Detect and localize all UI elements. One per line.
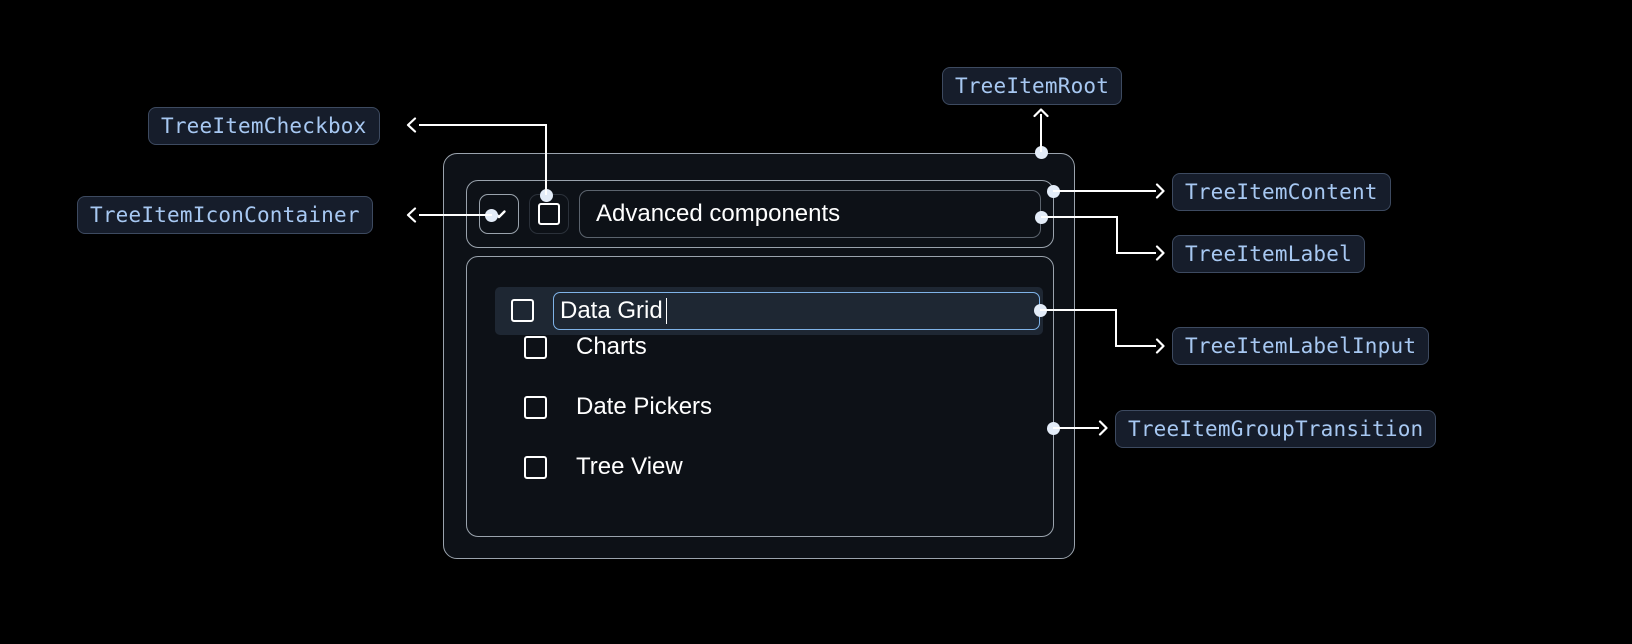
callout-tree-item-root[interactable]: TreeItemRoot xyxy=(942,67,1123,105)
callout-tree-item-label-input[interactable]: TreeItemLabelInput xyxy=(1172,327,1430,365)
text-cursor xyxy=(665,298,668,324)
arrow-head-right xyxy=(1152,338,1168,354)
connector-line xyxy=(1116,216,1118,254)
tree-item-label[interactable]: Advanced components xyxy=(579,190,1041,238)
callout-tree-item-content[interactable]: TreeItemContent xyxy=(1172,173,1391,211)
list-item-label: Charts xyxy=(576,333,647,360)
tree-item-label-input[interactable]: Data Grid xyxy=(553,292,1040,330)
arrow-head-right xyxy=(1152,183,1168,199)
tree-item-content[interactable]: Advanced components xyxy=(466,180,1054,248)
checkbox-square-icon[interactable] xyxy=(511,299,534,322)
callout-tree-item-label[interactable]: TreeItemLabel xyxy=(1172,235,1365,273)
connector-line xyxy=(1053,427,1099,429)
list-item[interactable]: Tree View xyxy=(496,445,683,489)
tree-item-label-text: Advanced components xyxy=(596,200,841,227)
connector-dot-root xyxy=(1035,146,1048,159)
checkbox-square-icon[interactable] xyxy=(524,335,547,359)
list-item-label: Date Pickers xyxy=(576,393,713,420)
list-item-label: Tree View xyxy=(576,453,683,480)
arrow-head-left xyxy=(404,117,420,133)
connector-line xyxy=(419,214,492,216)
tree-item-label-input-value: Data Grid xyxy=(560,297,663,324)
list-item[interactable]: Charts xyxy=(496,325,647,369)
connector-line xyxy=(1041,216,1118,218)
connector-line xyxy=(1040,114,1042,152)
callout-tree-item-icon-container[interactable]: TreeItemIconContainer xyxy=(77,196,373,234)
callout-tree-item-checkbox[interactable]: TreeItemCheckbox xyxy=(148,107,380,145)
arrow-head-right xyxy=(1152,245,1168,261)
list-item-selected[interactable] xyxy=(495,287,1043,335)
connector-line xyxy=(1116,252,1156,254)
connector-line xyxy=(419,124,547,126)
connector-line xyxy=(1115,309,1117,347)
checkbox-square-icon xyxy=(538,203,560,225)
arrow-head-up xyxy=(1033,106,1049,122)
arrow-head-right xyxy=(1095,420,1111,436)
connector-dot-checkbox xyxy=(540,189,553,202)
connector-line xyxy=(1115,345,1156,347)
arrow-head-left xyxy=(404,207,420,223)
connector-line xyxy=(1053,190,1156,192)
checkbox-square-icon[interactable] xyxy=(524,395,547,419)
connector-line xyxy=(1040,309,1117,311)
callout-tree-item-group-transition[interactable]: TreeItemGroupTransition xyxy=(1115,410,1437,448)
list-item[interactable]: Date Pickers xyxy=(496,385,712,429)
checkbox-square-icon[interactable] xyxy=(524,455,547,479)
connector-line xyxy=(545,125,547,195)
